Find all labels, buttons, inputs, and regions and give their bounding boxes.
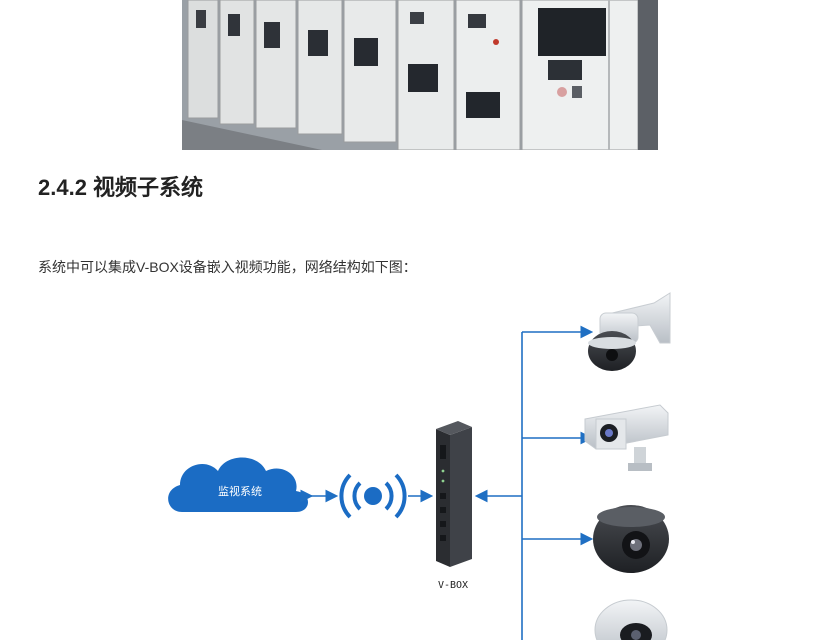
switchgear-photo: [182, 0, 658, 150]
network-diagram: 监视系统 V-BOX: [168, 292, 671, 640]
ptz-dome-camera-icon: [588, 292, 671, 371]
cloud-icon: [168, 457, 308, 512]
section-heading: 2.4.2 视频子系统: [38, 175, 204, 200]
bullet-camera-icon: [584, 404, 669, 471]
intro-paragraph: 系统中可以集成V-BOX设备嵌入视频功能，网络结构如下图：: [38, 259, 417, 275]
dome-camera-icon: [593, 505, 669, 573]
vbox-label: V-BOX: [438, 580, 468, 591]
vbox-device-icon: [436, 421, 472, 567]
wireless-signal-icon: [339, 473, 407, 519]
cloud-label: 监视系统: [218, 484, 262, 498]
white-dome-camera-icon: [594, 599, 668, 640]
